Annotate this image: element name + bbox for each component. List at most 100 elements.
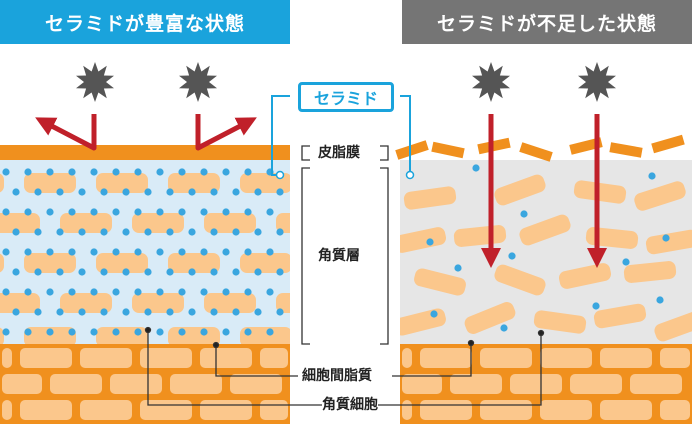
ceramide-dot: [144, 228, 152, 236]
sebum-film-label: 皮脂膜: [318, 145, 360, 161]
ceramide-dot: [426, 238, 434, 246]
basal-cell: [20, 400, 72, 420]
ceramide-dot: [500, 324, 508, 332]
ceramide-dot: [34, 188, 42, 196]
ceramide-dot: [56, 188, 64, 196]
basal-cell: [50, 374, 102, 394]
ceramide-dot: [254, 228, 262, 236]
corneocyte-cell: [645, 229, 692, 255]
ceramide-dot: [156, 288, 164, 296]
spiky-star-icon: [76, 62, 114, 102]
corneocyte-cell: [204, 213, 256, 233]
left-panel-title: セラミドが豊富な状態: [0, 0, 290, 44]
ceramide-dot: [156, 248, 164, 256]
ceramide-dot: [112, 208, 120, 216]
ceramide-dot: [178, 168, 186, 176]
basal-cell: [660, 400, 690, 420]
ceramide-dot: [166, 308, 174, 316]
ceramide-dot: [134, 168, 142, 176]
ceramide-dot: [222, 248, 230, 256]
ceramide-dot: [134, 248, 142, 256]
corneocyte-cell: [464, 302, 516, 334]
ceramide-dot: [200, 208, 208, 216]
basal-cell: [170, 374, 222, 394]
ceramide-dot: [232, 228, 240, 236]
ceramide-dot: [454, 264, 462, 272]
ceramide-dot: [2, 168, 10, 176]
basal-cell: [402, 400, 412, 420]
corneocyte-cell: [96, 173, 148, 193]
ceramide-dot: [232, 308, 240, 316]
basal-cell: [570, 374, 622, 394]
ceramide-dot: [112, 168, 120, 176]
ceramide-dot: [56, 268, 64, 276]
ceramide-dot: [156, 328, 164, 336]
ceramide-dot: [166, 188, 174, 196]
ceramide-dot: [90, 328, 98, 336]
ceramide-dot: [68, 208, 76, 216]
ceramide-dot: [12, 188, 20, 196]
basal-cell: [2, 348, 12, 368]
ceramide-dot: [200, 248, 208, 256]
ceramide-dot: [2, 248, 10, 256]
sebum-fragment: [609, 142, 643, 158]
ceramide-dot: [46, 248, 54, 256]
corneocyte-cell: [204, 293, 256, 313]
basal-cell: [630, 374, 682, 394]
ceramide-dots-right: [426, 164, 670, 332]
ceramide-dot: [24, 248, 32, 256]
ceramide-dot: [2, 328, 10, 336]
ceramide-dot: [244, 328, 252, 336]
ceramide-dot: [46, 208, 54, 216]
damaged-skin-panel: [395, 134, 692, 424]
sebum-fragment: [431, 141, 465, 159]
ceramide-dot: [68, 328, 76, 336]
ceramide-dot: [178, 288, 186, 296]
ceramide-dot: [122, 308, 130, 316]
ceramide-dot: [520, 210, 528, 218]
basal-cell: [600, 400, 652, 420]
ceramide-dot: [78, 308, 86, 316]
ceramide-dot: [112, 248, 120, 256]
ceramide-dot: [662, 234, 670, 242]
ceramide-dot: [508, 252, 516, 260]
basal-cell: [110, 374, 162, 394]
ceramide-dot: [34, 308, 42, 316]
ceramide-dot: [100, 228, 108, 236]
ceramide-dot: [232, 188, 240, 196]
ceramide-dot: [156, 208, 164, 216]
ceramide-dot: [12, 268, 20, 276]
ceramide-dot: [276, 228, 284, 236]
ceramide-dot: [24, 288, 32, 296]
corneocyte-cell: [414, 268, 466, 296]
ceramide-dot: [656, 296, 664, 304]
corneocyte-cell: [400, 227, 447, 253]
ceramide-dot: [78, 188, 86, 196]
corneocyte-label: 角質細胞: [322, 397, 378, 413]
ceramide-dot: [100, 308, 108, 316]
basal-cell: [540, 400, 592, 420]
ceramide-dot: [254, 308, 262, 316]
ceramide-dot: [472, 164, 480, 172]
corneocyte-cell: [558, 263, 612, 289]
corneocyte-cell: [654, 310, 692, 342]
corneocyte-cell: [276, 293, 290, 313]
basal-cell: [600, 348, 652, 368]
corneocyte-cell: [240, 173, 290, 193]
corneocyte-cell: [623, 261, 677, 283]
ceramide-dot: [232, 268, 240, 276]
sebum-fragment: [477, 137, 511, 155]
ceramide-dot: [56, 308, 64, 316]
basal-cell: [230, 374, 282, 394]
ceramide-dot: [178, 208, 186, 216]
ceramide-dot: [46, 168, 54, 176]
sebum-fragment: [519, 142, 553, 162]
basal-cell: [660, 348, 690, 368]
ceramide-dot: [144, 308, 152, 316]
right-panel-title: セラミドが不足した状態: [402, 0, 692, 44]
basal-cell: [140, 348, 192, 368]
ceramide-dot: [200, 168, 208, 176]
ceramide-dot: [266, 328, 274, 336]
basal-cell: [260, 400, 288, 420]
corneocyte-cell: [494, 174, 546, 206]
